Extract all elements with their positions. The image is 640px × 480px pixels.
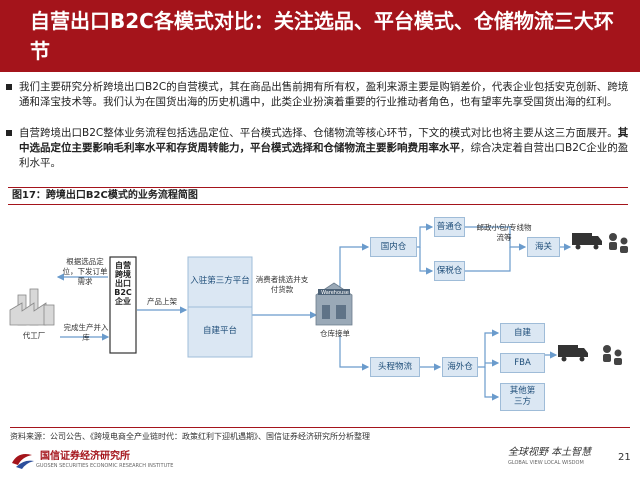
- bullet-square-icon: [6, 84, 12, 90]
- bullet-2-normal: 自营跨境出口B2C整体业务流程包括选品定位、平台模式选择、仓储物流等核心环节，下…: [19, 127, 618, 139]
- bullet-2: 自营跨境出口B2C整体业务流程包括选品定位、平台模式选择、仓储物流等核心环节，下…: [6, 126, 630, 171]
- figure-caption: 图17：跨境出口B2C模式的业务流程简图: [8, 187, 628, 205]
- footer-logo: 国信证券经济研究所 GUOSEN SECURITIES ECONOMIC RES…: [10, 449, 173, 471]
- page-number: 21: [618, 452, 631, 463]
- diagram-connectors: [9, 223, 628, 401]
- bullet-square-icon: [6, 130, 12, 136]
- page-title: 自营出口B2C各模式对比：关注选品、平台模式、仓储物流三大环节: [30, 9, 614, 63]
- warehouse-label: 仓库接单: [320, 329, 350, 338]
- org-name-en: GUOSEN SECURITIES ECONOMIC RESEARCH INST…: [36, 462, 174, 469]
- bullet-2-tail: ，综合决定着自营出口B2C企业的盈利水平。: [19, 142, 629, 169]
- warehouse-icon: [315, 282, 353, 326]
- customs: 海关: [527, 237, 560, 257]
- consumer-note: 消费者挑选并支付货款: [255, 275, 309, 294]
- produce-note: 完成生产并入库: [63, 323, 109, 342]
- slogan-en: GLOBAL VIEW LOCAL WISDOM: [508, 460, 584, 466]
- listing-note: 产品上架: [147, 297, 177, 306]
- consumers-icon: [609, 233, 628, 253]
- consumers-icon: [603, 345, 622, 365]
- truck-icon: [572, 233, 602, 250]
- third-platform: 入驻第三方平台: [190, 275, 250, 286]
- overseas-warehouse: 海外仓: [442, 357, 478, 377]
- guosen-logo-icon: [10, 449, 36, 471]
- bullet-2-text: 自营跨境出口B2C整体业务流程包括选品定位、平台模式选择、仓储物流等核心环节，下…: [19, 126, 630, 171]
- domestic-warehouse: 国内仓: [370, 237, 417, 257]
- slogan: 全球视野 本土智慧 GLOBAL VIEW LOCAL WISDOM: [508, 447, 591, 469]
- title-bar: 自营出口B2C各模式对比：关注选品、平台模式、仓储物流三大环节: [0, 0, 640, 72]
- org-name: 国信证券经济研究所: [40, 450, 130, 462]
- company-label: 自营跨境出口B2C企业: [114, 261, 132, 306]
- select-note: 根据选品定位，下发订单需求: [62, 257, 108, 286]
- postal-note: 邮政小包/专线物流等: [476, 223, 532, 242]
- bullet-1: 我们主要研究分析跨境出口B2C的自营模式，其在商品出售前拥有所有权，盈利来源主要…: [6, 80, 630, 110]
- bonded-warehouse: 保税仓: [434, 261, 465, 281]
- fba: FBA: [500, 353, 545, 373]
- company-box: [109, 256, 137, 354]
- factory-label: 代工厂: [22, 331, 46, 340]
- self-built-warehouse: 自建: [500, 323, 545, 343]
- flow-diagram: 根据选品定位，下发订单需求 完成生产并入库 代工厂 自营跨境出口B2C企业 产品…: [0, 205, 640, 425]
- figure-caption-text: 图17：跨境出口B2C模式的业务流程简图: [12, 190, 198, 201]
- regular-warehouse: 普通仓: [434, 217, 465, 237]
- bullet-2-bold: 其中选品定位主要影响毛利率水平和存货周转能力，平台模式选择和仓储物流主要影响费用…: [19, 127, 629, 154]
- other-third-party: 其他第三方: [500, 383, 545, 411]
- truck-icon: [558, 345, 588, 362]
- warehouse-sign: Warehouse: [321, 290, 349, 296]
- slogan-cn: 全球视野 本土智慧: [508, 447, 592, 458]
- own-platform: 自建平台: [202, 325, 237, 336]
- headway-logistics: 头程物流: [370, 357, 420, 377]
- bullet-1-text: 我们主要研究分析跨境出口B2C的自营模式，其在商品出售前拥有所有权，盈利来源主要…: [19, 81, 629, 108]
- factory-icon: [9, 288, 55, 326]
- source-note: 资料来源：公司公告、《跨境电商全产业链时代：政策红利下迎机遇期》、国信证券经济研…: [10, 427, 630, 442]
